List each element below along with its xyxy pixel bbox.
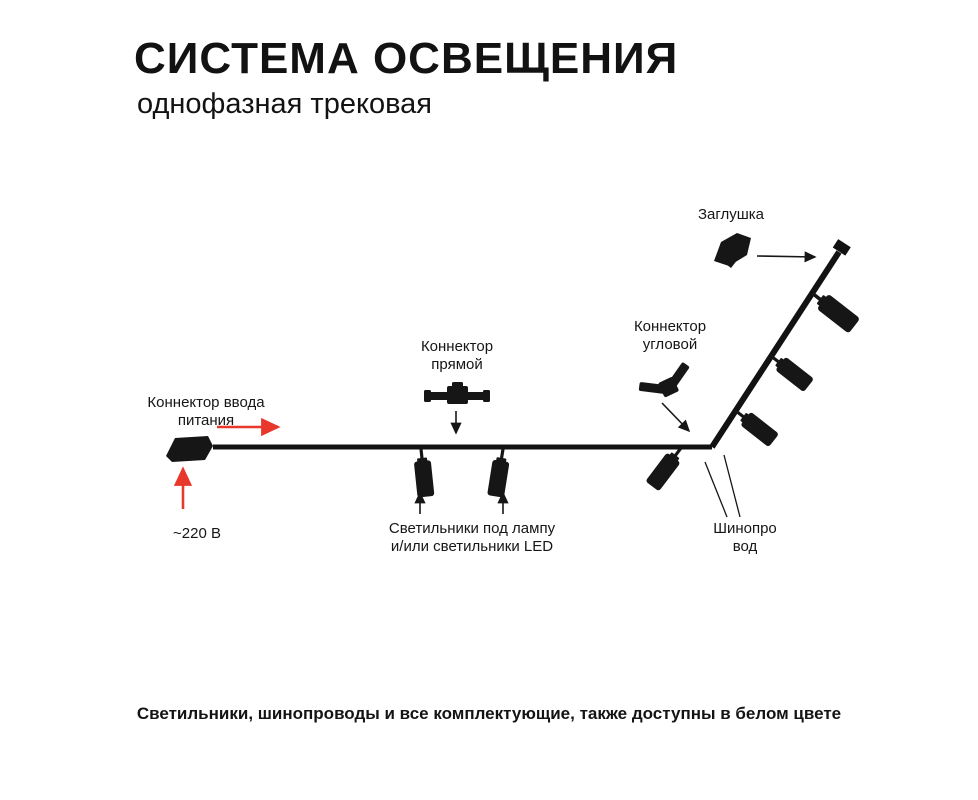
track-end-cap — [832, 239, 851, 256]
track-diagonal-segment — [709, 250, 842, 449]
label-voltage: ~220 В — [173, 525, 221, 542]
spotlight-icon — [487, 447, 512, 498]
corner-connector-icon — [638, 362, 690, 398]
spotlight-icon — [730, 404, 780, 448]
end-cap-icon — [714, 233, 751, 268]
spotlight-icon — [645, 442, 688, 492]
track-line — [213, 239, 851, 450]
spotlight-icon — [412, 448, 435, 498]
power-input-connector-icon — [166, 436, 213, 462]
label-power-input-connector: Коннектор ввода питания — [147, 394, 265, 429]
track-label-line — [704, 461, 728, 518]
corner-connector-arrow-icon — [661, 402, 691, 433]
label-corner-connector: Коннектор угловой — [633, 318, 707, 353]
page-subtitle: однофазная трековая — [137, 88, 433, 120]
track-label-line — [723, 454, 741, 518]
pointer-arrows — [173, 251, 817, 518]
label-straight-connector: Коннектор прямой — [420, 338, 494, 373]
spotlight-icon — [806, 285, 861, 334]
label-fixtures: Светильники под лампу и/или светильники … — [388, 520, 556, 555]
page-title: СИСТЕМА ОСВЕЩЕНИЯ — [134, 34, 679, 83]
spotlight-icon — [765, 349, 815, 393]
footer-note: Светильники, шинопроводы и все комплекту… — [136, 704, 842, 723]
label-end-cap: Заглушка — [697, 206, 765, 223]
end-cap-arrow-icon — [756, 251, 817, 263]
label-track: Шинопро вод — [713, 520, 777, 555]
straight-connector-icon — [424, 382, 490, 404]
